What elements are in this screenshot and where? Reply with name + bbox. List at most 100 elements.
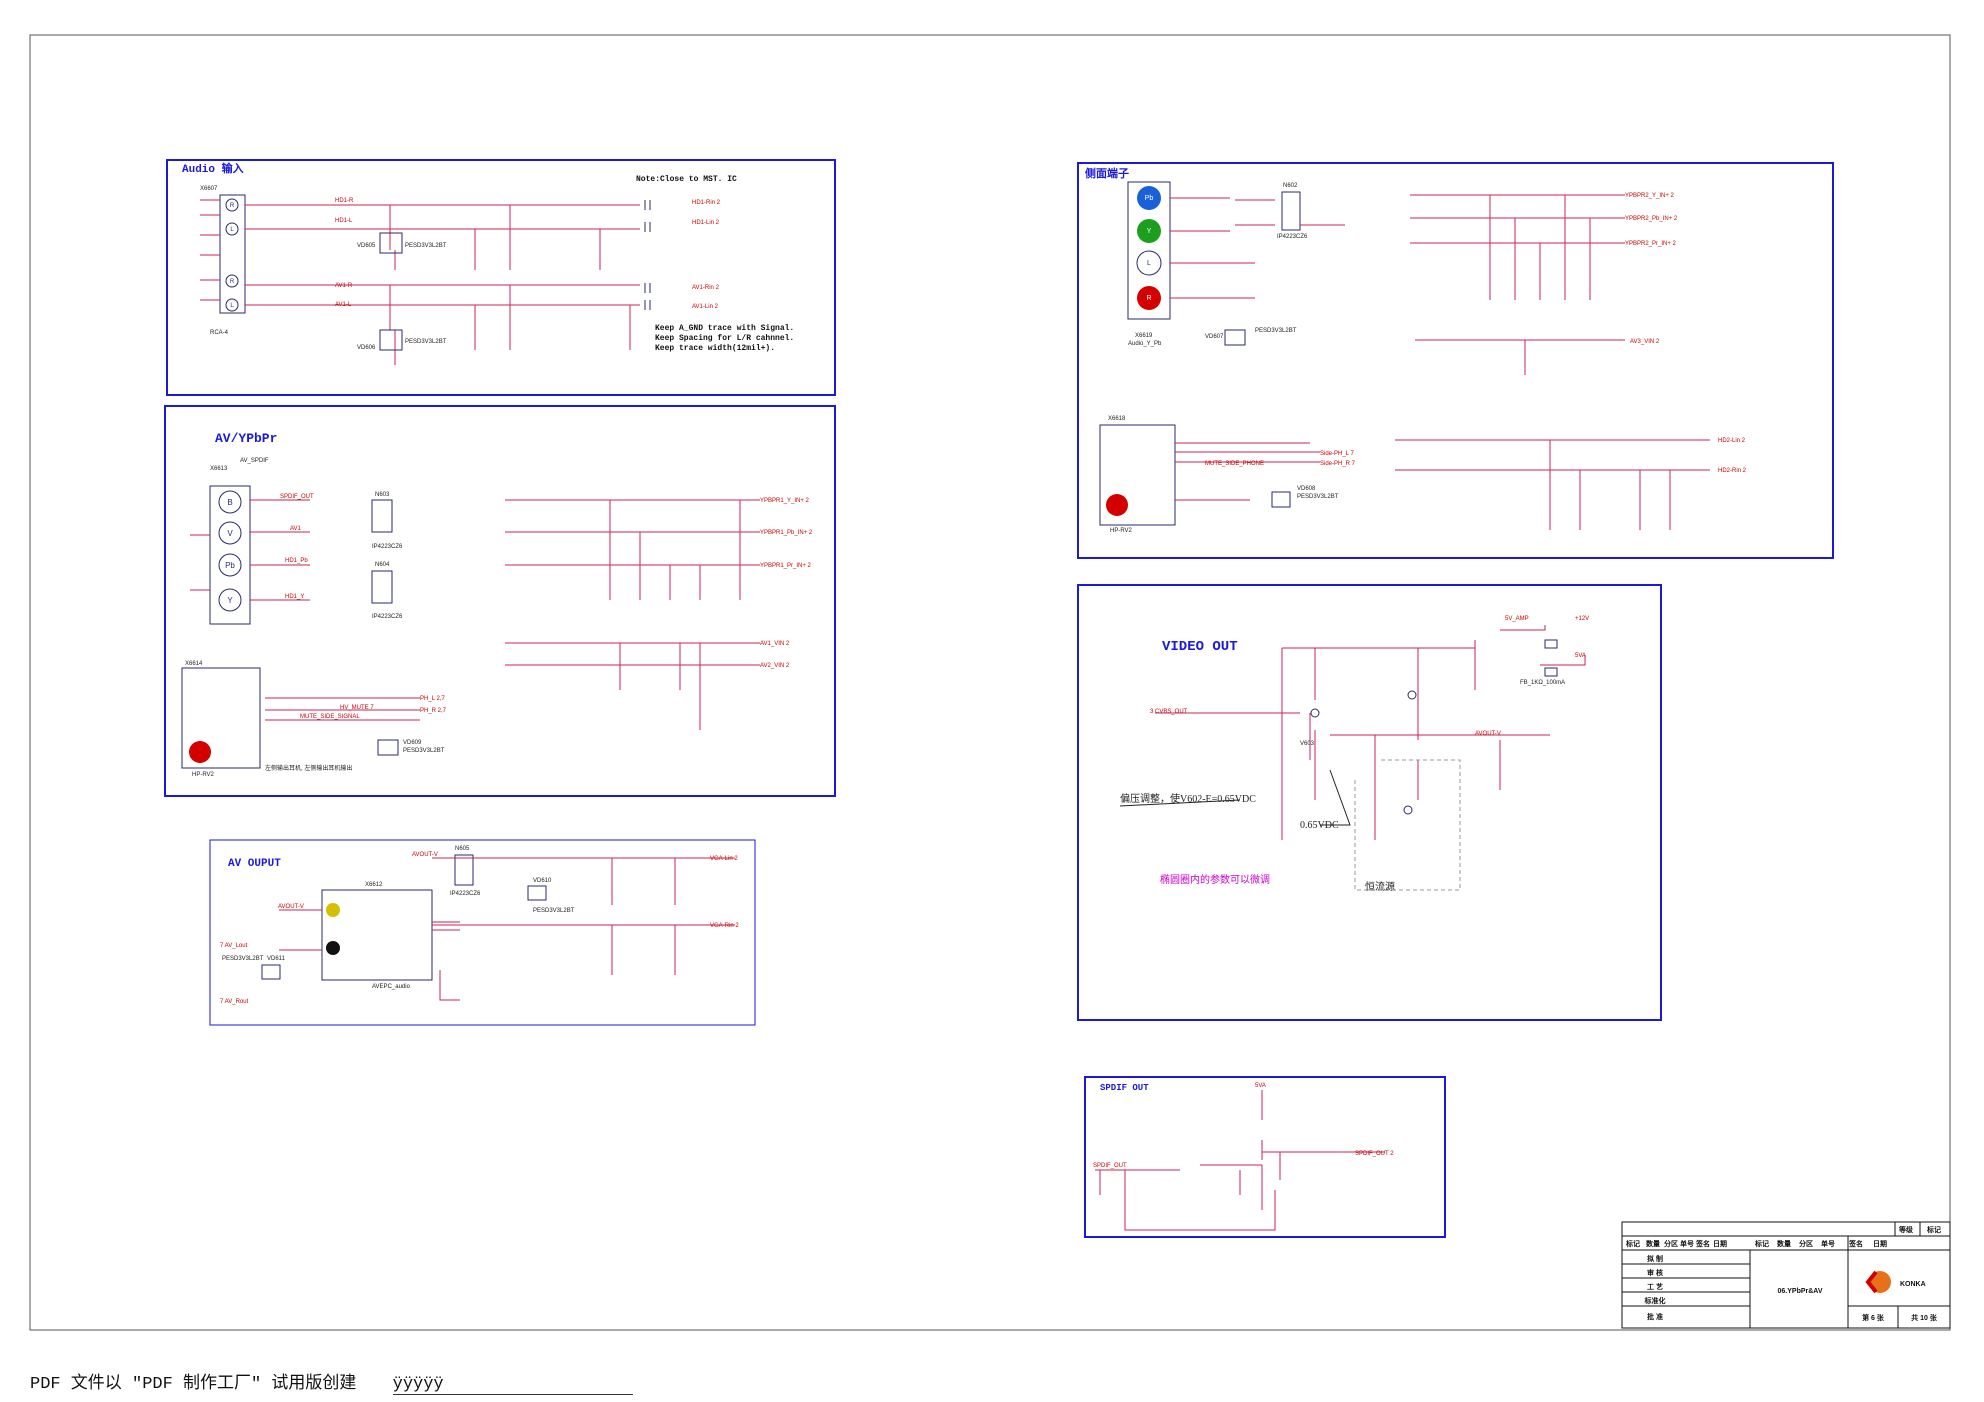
tb-header: 分区 <box>1664 1239 1678 1248</box>
bias-note: 偏压调整，使V602-E=0.65VDC <box>1120 792 1256 805</box>
side-frame <box>1077 162 1834 559</box>
tb-drawing-name: 06.YPbPr&AV <box>1778 1288 1823 1295</box>
spdif-in-port: SPDIF_OUT <box>1093 1163 1127 1169</box>
av1-net: AV1 <box>290 526 302 532</box>
hd1lin-port: HD1-Lin 2 <box>692 220 720 226</box>
esd-label: VD610 <box>533 878 552 884</box>
side-letter: L <box>1147 260 1151 267</box>
esd-part: PESD3V3L2BT <box>405 243 447 249</box>
esd-label: VD606 <box>357 345 376 351</box>
video-frame <box>1077 584 1662 1021</box>
av-frame <box>164 405 836 797</box>
pdf-footer: PDF 文件以 "PDF 制作工厂" 试用版创建 ÿÿÿÿÿ <box>30 1368 633 1395</box>
tb-sheet: 第 6 张 <box>1862 1313 1885 1322</box>
tb-header: 单号 <box>1821 1239 1835 1248</box>
tb-row: 审 核 <box>1647 1268 1663 1277</box>
hd2rin-port: HD2-Rin 2 <box>1718 468 1747 474</box>
tb-header: 日期 <box>1873 1239 1887 1248</box>
av1lin-port: AV1-Lin 2 <box>692 304 719 310</box>
ic-label: N604 <box>375 562 390 568</box>
avout-title: AV OUPUT <box>228 858 281 870</box>
tb-header: 分区 <box>1799 1239 1813 1248</box>
x6612-label: X6612 <box>365 882 383 888</box>
constant-current-box <box>1354 759 1461 891</box>
spdif-title: SPDIF OUT <box>1100 1083 1149 1093</box>
esd-part: PESD3V3L2BT <box>403 748 445 754</box>
footer-link[interactable]: ÿÿÿÿÿ <box>392 1375 633 1395</box>
keep-note: Keep trace width(12mil+). <box>655 344 775 353</box>
yellow-jack-icon <box>326 903 340 917</box>
esd-part: PESD3V3L2BT <box>1255 328 1297 334</box>
hv-mute-net: HV_MUTE 7 <box>340 705 374 711</box>
konka-logo-icon <box>1865 1270 1891 1294</box>
av3vin-port: AV3_VIN 2 <box>1630 339 1660 345</box>
hd1r-net: HD1-R <box>335 198 354 204</box>
pb-jack-icon <box>1137 186 1161 210</box>
vgalin-port: VGA-Lin 2 <box>710 856 738 862</box>
av-letter: Pb <box>225 561 235 570</box>
p12v-net: +12V <box>1575 616 1589 622</box>
vdc-note: 0.65VDC <box>1300 820 1339 831</box>
rca4-label: RCA-4 <box>210 330 229 336</box>
avepc-label: AVEPC_audio <box>372 984 411 990</box>
hd1rin-port: HD1-Rin 2 <box>692 200 721 206</box>
av-lout-port: 7 AV_Lout <box>220 943 248 949</box>
ypbpr2pb-port: YPBPR2_Pb_IN+ 2 <box>1625 216 1678 222</box>
rca4-connector <box>219 194 246 314</box>
rca-letter: R <box>230 203 235 209</box>
ellipse-note: 椭圆圈内的参数可以微调 <box>1160 873 1270 886</box>
tb-header: 标记 <box>1625 1239 1640 1248</box>
avoutv-net: AVOUT-V <box>412 852 438 858</box>
hprv2-label: HP-RV2 <box>1110 528 1133 534</box>
ic-label: N603 <box>375 492 390 498</box>
vgarin-port: VGA-Rin 2 <box>710 923 739 929</box>
tb-mark: 标记 <box>1926 1225 1941 1234</box>
tb-header: 单号 <box>1680 1239 1694 1248</box>
mute-side-net: MUTE_SIDE_SIGNAL <box>300 714 360 720</box>
av-sub: AV_SPDIF <box>240 458 269 464</box>
x6607-label: X6607 <box>200 186 218 192</box>
esd-label: VD608 <box>1297 486 1316 492</box>
side-letter: Pb <box>1145 195 1154 202</box>
av-letter: V <box>227 529 233 538</box>
ic-label: N602 <box>1283 183 1298 189</box>
av1r-net: AV1-R <box>335 283 353 289</box>
ic-label: N605 <box>455 846 470 852</box>
esd-part: PESD3V3L2BT <box>533 908 575 914</box>
av-letter: B <box>227 498 232 507</box>
ic-part: IP4223CZ6 <box>372 614 403 620</box>
black-jack-icon <box>326 941 340 955</box>
ypbpr2y-port: YPBPR2_Y_IN+ 2 <box>1625 193 1675 199</box>
hd1l-net: HD1-L <box>335 218 353 224</box>
hd1y-net: HD1_Y <box>285 594 304 600</box>
tb-header: 签名 <box>1695 1239 1710 1248</box>
av-connector <box>209 485 251 625</box>
tb-header: 签名 <box>1848 1239 1863 1248</box>
ph-l-port: PH_L 2,7 <box>420 696 445 702</box>
rca-letter: L <box>230 303 234 309</box>
esd-label: VD607 <box>1205 334 1224 340</box>
av-ypbpr-section: AV/YPbPr AV_SPDIF X6613 B V Pb Y X6614 <box>164 405 836 797</box>
avout-frame <box>209 839 756 1026</box>
y-jack-icon <box>1137 219 1161 243</box>
av-rout-port: 7 AV_Rout <box>220 999 249 1005</box>
esd-label: VD605 <box>357 243 376 249</box>
avoutv-net: AVOUT-V <box>278 904 304 910</box>
av1vin-port: AV1_VIN 2 <box>760 641 790 647</box>
x6613-label: X6613 <box>210 466 228 472</box>
av-output-section: AV OUPUT X6612 AVEPC_audio N605 IP4223CZ… <box>209 839 756 1026</box>
ic-part: IP4223CZ6 <box>1277 234 1308 240</box>
tb-header: 数量 <box>1646 1239 1660 1248</box>
sideph-l-port: Side-PH_L 7 <box>1320 451 1354 457</box>
mute-side-net: MUTE_SIDE_PHONE <box>1205 461 1264 467</box>
ph-r-port: PH_R 2,7 <box>420 708 447 714</box>
esd-part: PESD3V3L2BT <box>405 339 447 345</box>
video-title: VIDEO OUT <box>1162 639 1238 655</box>
av1rin-port: AV1-Rin 2 <box>692 285 720 291</box>
constant-current-note: 恒流源 <box>1365 880 1395 893</box>
side-letter: Y <box>1147 228 1152 235</box>
spdif-frame <box>1084 1076 1446 1238</box>
keep-note: Keep A_GND trace with Signal. <box>655 324 794 333</box>
rca-letter: L <box>230 227 234 233</box>
